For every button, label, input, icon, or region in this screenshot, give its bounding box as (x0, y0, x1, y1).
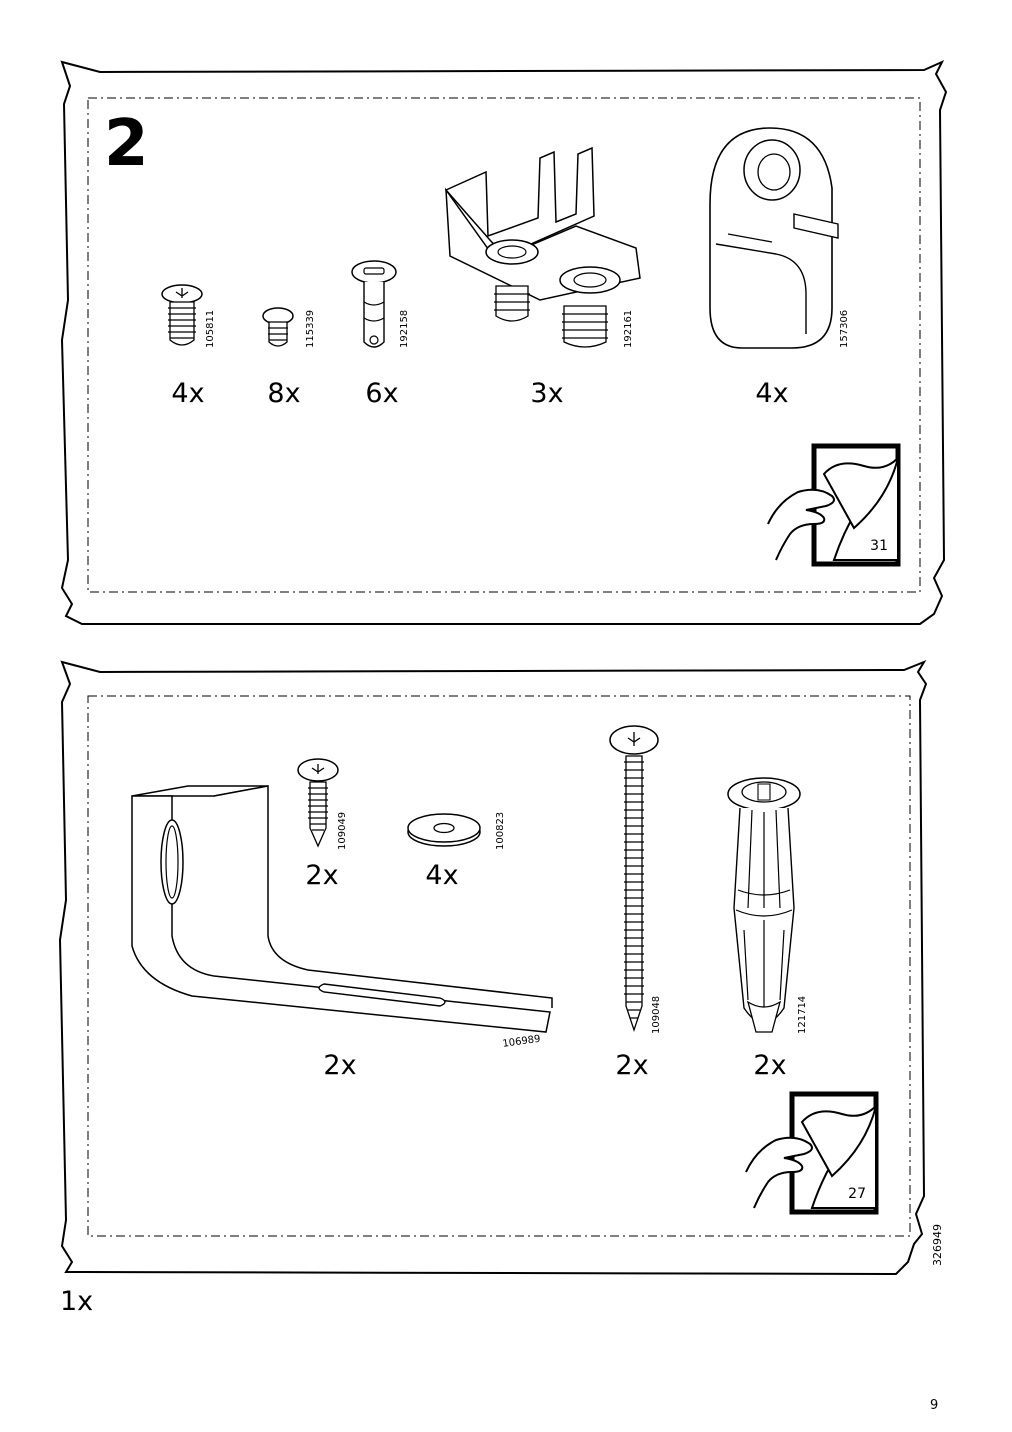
part-code: 109049 (337, 811, 348, 850)
part-quantity: 8x (267, 378, 301, 409)
part-quantity: 2x (753, 1050, 787, 1081)
part-quantity: 3x (530, 378, 564, 409)
bag-code: 326949 (931, 1224, 944, 1266)
see-page-icon (767, 443, 901, 567)
part-code: 109048 (651, 995, 662, 1034)
page-number: 9 (930, 1398, 939, 1413)
short-screw-icon (262, 307, 294, 347)
part-code: 121714 (797, 995, 808, 1034)
washer-icon (407, 813, 481, 847)
part-quantity: 4x (171, 378, 205, 409)
part-quantity: 4x (425, 860, 459, 891)
screw-icon (161, 284, 203, 346)
shelf-bracket-icon (444, 146, 641, 348)
part-quantity: 6x (365, 378, 399, 409)
set-quantity: 1x (60, 1286, 94, 1317)
rod-holder-icon (709, 127, 839, 349)
step-number: 2 (104, 107, 149, 181)
part-quantity: 4x (755, 378, 789, 409)
angle-bracket-icon (131, 785, 553, 1033)
part-quantity: 2x (323, 1050, 357, 1081)
part-code: 100823 (495, 811, 506, 850)
long-screw-icon (609, 725, 659, 1033)
screw-icon (297, 758, 339, 848)
part-quantity: 2x (305, 860, 339, 891)
cam-dowel-icon (351, 260, 397, 348)
page-reference: 27 (848, 1186, 866, 1202)
page-reference: 31 (870, 538, 888, 554)
see-page-icon (745, 1091, 879, 1215)
part-quantity: 2x (615, 1050, 649, 1081)
wall-plug-icon (727, 777, 801, 1033)
